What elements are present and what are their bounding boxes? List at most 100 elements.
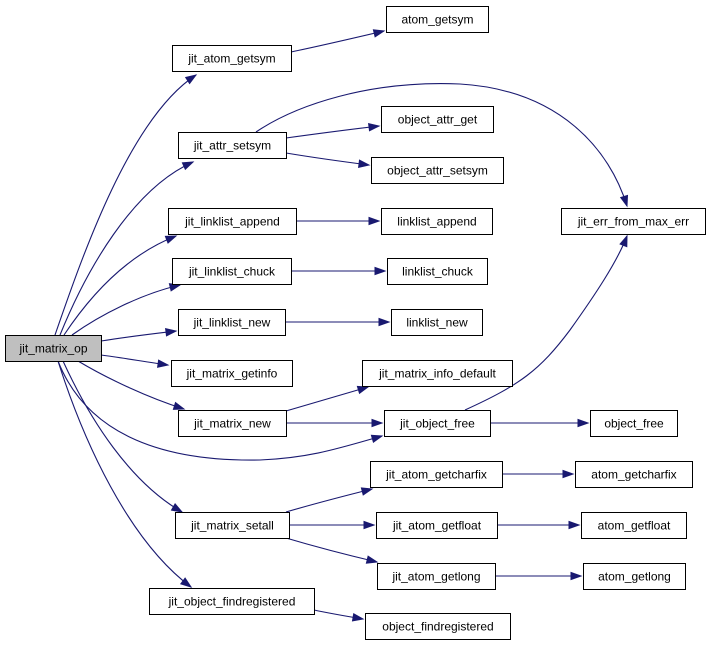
node-atom-getfloat[interactable]: atom_getfloat <box>581 512 687 539</box>
node-jit-attr-setsym[interactable]: jit_attr_setsym <box>178 132 287 159</box>
node-linklist-chuck[interactable]: linklist_chuck <box>387 258 488 285</box>
node-jit-linklist-new[interactable]: jit_linklist_new <box>178 309 286 336</box>
node-box <box>362 360 513 387</box>
node-label: jit_atom_getsym <box>187 52 275 66</box>
node-jit-object-free[interactable]: jit_object_free <box>384 410 491 437</box>
node-label: atom_getsym <box>401 13 473 27</box>
edge-jit-linklist-append-to-linklist-append <box>296 216 381 226</box>
node-jit-object-findregistered[interactable]: jit_object_findregistered <box>149 588 315 615</box>
edge-jit-linklist-new-to-linklist-new <box>285 317 391 327</box>
node-jit-atom-getfloat[interactable]: jit_atom_getfloat <box>376 512 498 539</box>
node-jit-linklist-chuck[interactable]: jit_linklist_chuck <box>172 258 292 285</box>
node-atom-getcharfix[interactable]: atom_getcharfix <box>575 461 693 488</box>
arrowhead <box>356 385 370 395</box>
arrowhead <box>351 613 365 622</box>
node-label: jit_matrix_getinfo <box>186 367 278 381</box>
node-jit-matrix-op[interactable]: jit_matrix_op <box>5 335 102 362</box>
node-box <box>377 563 496 590</box>
node-jit-matrix-info-default[interactable]: jit_matrix_info_default <box>362 360 513 387</box>
edge-line <box>285 537 378 563</box>
arrowhead <box>619 194 629 208</box>
arrowhead <box>368 216 381 226</box>
node-object-findregistered[interactable]: object_findregistered <box>365 613 511 640</box>
node-label: atom_getcharfix <box>591 468 676 482</box>
edge-line <box>63 235 177 336</box>
node-label: jit_err_from_max_err <box>577 215 689 229</box>
edge-jit-linklist-chuck-to-linklist-chuck <box>291 266 387 276</box>
node-jit-atom-getcharfix[interactable]: jit_atom_getcharfix <box>370 461 503 488</box>
node-box <box>365 613 511 640</box>
node-label: object_attr_setsym <box>387 164 488 178</box>
node-object-attr-get[interactable]: object_attr_get <box>381 106 494 133</box>
node-linklist-new[interactable]: linklist_new <box>391 309 483 336</box>
node-box <box>590 410 678 437</box>
node-jit-matrix-getinfo[interactable]: jit_matrix_getinfo <box>171 360 293 387</box>
node-jit-linklist-append[interactable]: jit_linklist_append <box>168 208 297 235</box>
arrowhead <box>365 555 379 564</box>
node-box <box>178 132 287 159</box>
node-label: jit_atom_getcharfix <box>385 468 487 482</box>
node-jit-matrix-new[interactable]: jit_matrix_new <box>178 410 287 437</box>
edge-line <box>285 152 370 166</box>
edge-jit-matrix-op-to-jit-object-findregistered <box>57 360 193 588</box>
node-object-free[interactable]: object_free <box>590 410 678 437</box>
edge-line <box>57 360 192 588</box>
edge-line <box>54 74 197 336</box>
edge-jit-matrix-setall-to-jit-atom-getfloat <box>289 520 376 530</box>
edge-jit-matrix-op-to-jit-linklist-chuck <box>71 283 182 336</box>
arrowhead <box>562 469 575 479</box>
node-label: jit_atom_getfloat <box>392 519 482 533</box>
node-linklist-append[interactable]: linklist_append <box>381 208 493 235</box>
node-box <box>5 335 102 362</box>
node-label: jit_matrix_new <box>193 417 271 431</box>
node-box <box>178 309 286 336</box>
arrowhead <box>619 234 628 248</box>
arrowhead <box>172 401 186 410</box>
node-label: linklist_chuck <box>402 265 474 279</box>
edge-jit-matrix-setall-to-jit-atom-getcharfix <box>285 487 374 513</box>
node-jit-atom-getsym[interactable]: jit_atom_getsym <box>172 45 292 72</box>
node-box <box>178 410 287 437</box>
node-box <box>581 512 687 539</box>
edge-jit-matrix-op-to-jit-linklist-append <box>63 235 178 336</box>
edge-line <box>100 330 177 342</box>
edge-jit-object-free-to-jit-err-from-max-err <box>464 234 628 411</box>
node-label: atom_getlong <box>598 570 671 584</box>
node-box <box>172 45 292 72</box>
node-object-attr-setsym[interactable]: object_attr_setsym <box>371 157 504 184</box>
arrowhead <box>568 520 581 530</box>
arrowhead <box>371 418 384 428</box>
node-label: jit_matrix_setall <box>190 519 274 533</box>
node-box <box>387 258 488 285</box>
node-label: jit_object_free <box>399 417 475 431</box>
node-label: linklist_append <box>397 215 476 229</box>
arrowhead <box>370 434 384 444</box>
node-box <box>370 461 503 488</box>
edge-line <box>285 125 380 139</box>
node-label: jit_matrix_op <box>18 342 87 356</box>
node-jit-err-from-max-err[interactable]: jit_err_from_max_err <box>561 208 706 235</box>
node-jit-atom-getlong[interactable]: jit_atom_getlong <box>377 563 496 590</box>
edge-jit-atom-getsym-to-atom-getsym <box>290 29 386 53</box>
node-atom-getsym[interactable]: atom_getsym <box>386 6 489 33</box>
node-jit-matrix-setall[interactable]: jit_matrix_setall <box>175 512 290 539</box>
edge-jit-matrix-op-to-jit-matrix-setall <box>62 360 184 513</box>
edge-line <box>255 83 628 207</box>
node-box <box>381 208 493 235</box>
arrowhead <box>363 520 376 530</box>
node-label: jit_linklist_append <box>184 215 280 229</box>
node-box <box>171 360 293 387</box>
edge-jit-atom-getfloat-to-atom-getfloat <box>497 520 581 530</box>
node-label: jit_object_findregistered <box>168 595 296 609</box>
edge-line <box>285 386 369 412</box>
node-label: atom_getfloat <box>598 519 671 533</box>
arrowhead <box>164 235 178 244</box>
node-atom-getlong[interactable]: atom_getlong <box>583 563 686 590</box>
node-label: jit_atom_getlong <box>391 570 480 584</box>
node-box <box>168 208 297 235</box>
edge-line <box>71 284 181 336</box>
edge-jit-matrix-setall-to-jit-atom-getlong <box>285 537 379 564</box>
nodes: jit_matrix_op jit_atom_getsym atom_getsymj… <box>5 6 706 640</box>
node-label: jit_linklist_new <box>193 316 271 330</box>
